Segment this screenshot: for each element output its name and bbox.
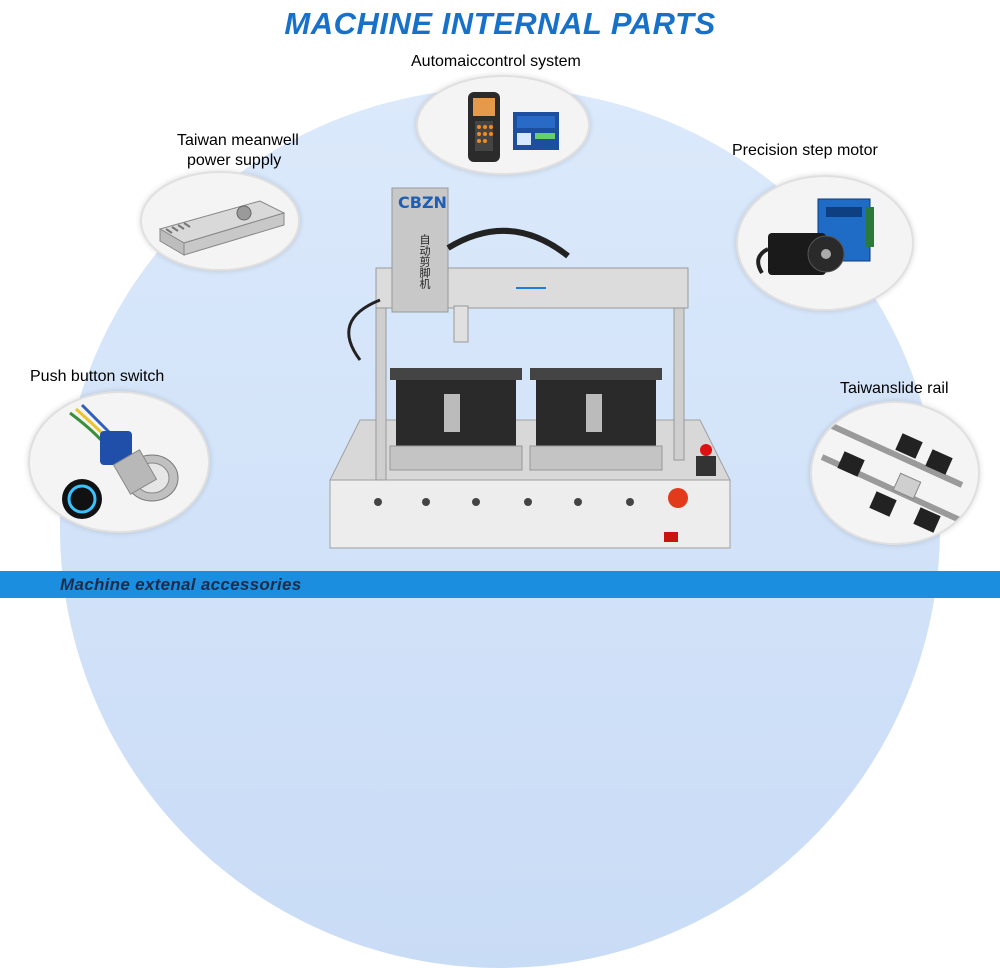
footer-text: Machine extenal accessories (60, 575, 302, 594)
machine-vertical-text: 自动剪脚机 (418, 234, 431, 289)
handheld-controller-icon (468, 92, 559, 162)
power-supply-bubble (140, 171, 300, 271)
page-title: MACHINE INTERNAL PARTS (284, 6, 716, 41)
label-power-supply-line2: power supply (187, 152, 282, 169)
machine-illustration: CBZN 自动剪脚机 (320, 180, 740, 552)
label-push-button: Push button switch (30, 368, 165, 385)
slide-rail-bubble (810, 401, 980, 545)
push-button-icon (62, 403, 179, 519)
machine-brand-text: CBZN (398, 193, 447, 212)
label-power-supply-line1: Taiwan meanwell (177, 132, 299, 149)
label-step-motor: Precision step motor (732, 142, 878, 159)
slide-rail-icon (820, 422, 964, 533)
label-slide-rail: Taiwanslide rail (840, 380, 949, 397)
step-motor-icon (756, 198, 874, 275)
step-motor-bubble (736, 175, 914, 311)
control-system-bubble (416, 75, 590, 175)
cutting-machine-icon: CBZN 自动剪脚机 (329, 187, 731, 549)
footer-bar: Machine extenal accessories (0, 571, 1000, 598)
power-supply-icon (158, 200, 286, 256)
label-control-system: Automaiccontrol system (411, 53, 581, 70)
push-button-bubble (28, 391, 210, 533)
